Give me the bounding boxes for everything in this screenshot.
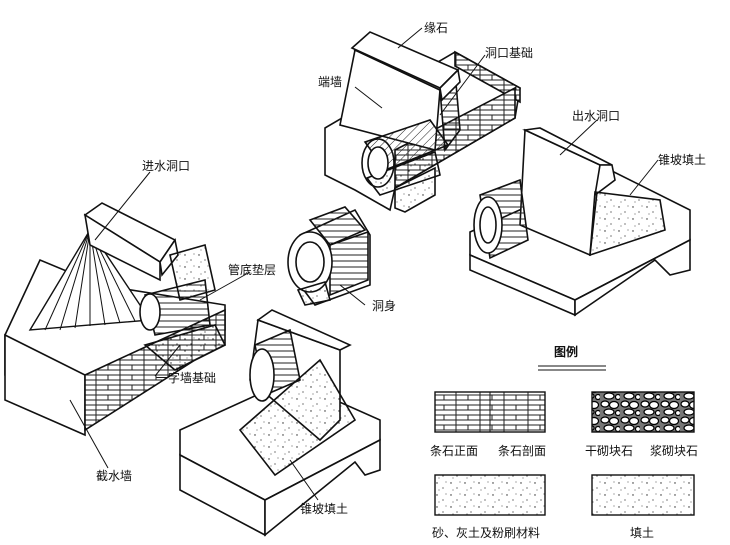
legend: 图例 条石正面 条石剖面 干砌块石 浆砌块石 砂、灰土及粉刷材料 填土 — [430, 344, 698, 540]
label-edge-stone: 缘石 — [424, 21, 448, 35]
leader-lines — [69, 27, 659, 501]
outlet-assembly — [469, 127, 691, 317]
label-outlet: 出水洞口 — [572, 109, 620, 123]
legend-label-ashlar-section: 条石剖面 — [498, 444, 546, 458]
legend-title: 图例 — [554, 344, 578, 359]
fan-slope — [28, 228, 152, 331]
legend-swatch-rubble — [591, 391, 695, 433]
label-straight-wall-foundation: 一字墙基础 — [156, 370, 216, 385]
label-pipe-bedding: 管底垫层 — [228, 262, 276, 277]
label-cone-slope-fill-right: 锥坡填土 — [658, 153, 706, 167]
label-culvert-body: 洞身 — [372, 298, 396, 313]
legend-label-ashlar-elevation: 条石正面 — [430, 444, 478, 458]
top-end-wall-assembly — [324, 31, 521, 213]
culvert-body — [287, 206, 371, 306]
legend-label-sand-lime: 砂、灰土及粉刷材料 — [432, 526, 540, 540]
label-inlet: 进水洞口 — [142, 159, 190, 173]
label-end-wall: 端墙 — [318, 75, 342, 89]
label-cutoff-wall: 截水墙 — [96, 469, 132, 483]
bottom-outlet-assembly — [179, 309, 381, 537]
inlet-assembly — [4, 202, 227, 437]
label-cone-slope-fill-bottom: 锥坡填土 — [300, 502, 348, 516]
legend-label-mortar-masonry: 浆砌块石 — [650, 443, 698, 458]
label-portal-foundation: 洞口基础 — [485, 46, 533, 60]
legend-label-fill: 填土 — [630, 526, 654, 540]
legend-label-dry-masonry: 干砌块石 — [585, 444, 633, 458]
legend-swatch-sand-lime — [434, 474, 546, 516]
legend-swatch-fill — [591, 474, 695, 516]
